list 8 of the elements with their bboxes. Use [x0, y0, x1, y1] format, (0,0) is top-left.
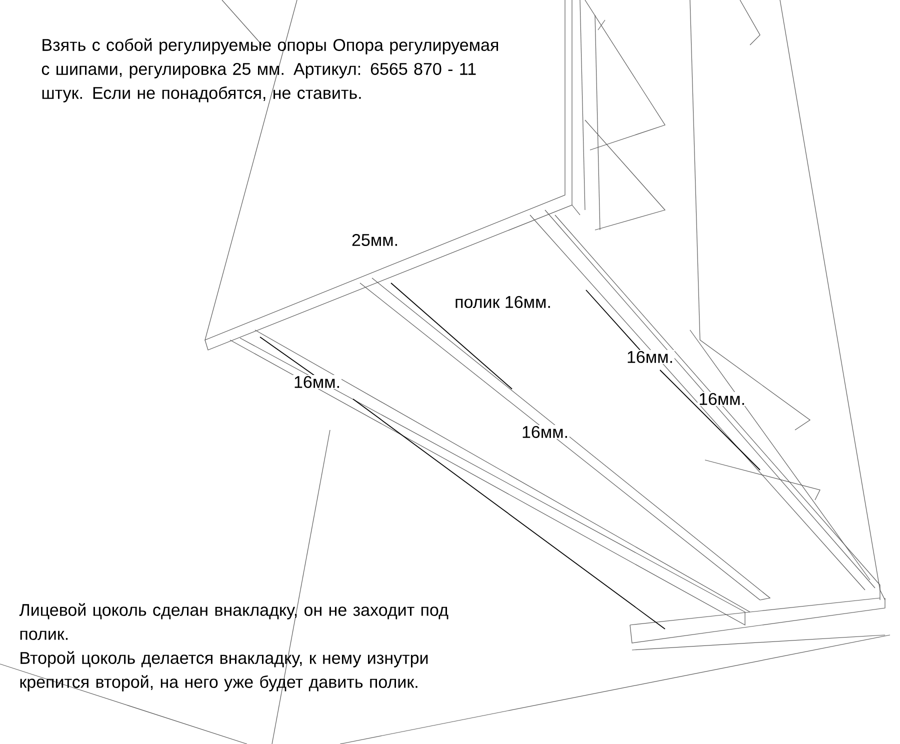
dimension-label: полик 16мм. [454, 294, 552, 310]
dimension-label: 16мм. [698, 392, 746, 406]
dimension-label: 16мм. [292, 374, 342, 390]
note-text: Взять с собой регулируемые опоры Опора регулируемая с шипами, регулировка 25 мм. Артикул: 6565 870 - 11 штук. Если не понадобятся, не ставить. [42, 38, 498, 102]
dimension-label: 25мм. [350, 232, 400, 248]
dimension-label: 16мм. [626, 350, 674, 364]
note-text: Лицевой цоколь сделан внакладку, он не заходит под полик. [19, 603, 448, 640]
dimension-label: 16мм. [520, 424, 570, 440]
